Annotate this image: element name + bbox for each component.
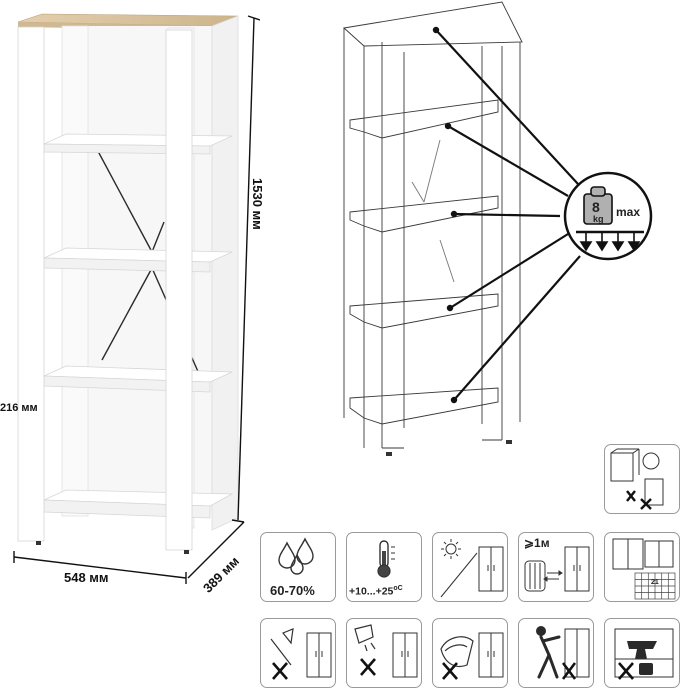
axe-icon (270, 628, 294, 666)
cabinet-icon (478, 632, 504, 678)
shelf-gap-dimension-label: 216 мм (0, 402, 38, 414)
icon-ventilation-calendar (604, 532, 680, 602)
cabinet-icon (306, 632, 332, 678)
icon-heater-distance (518, 532, 594, 602)
temperature-range: +10...+25 (349, 585, 394, 598)
cross-icon (618, 662, 634, 680)
water-drops-icon (278, 537, 314, 575)
cabinet-icon (478, 546, 504, 592)
sponge-icon (440, 636, 474, 668)
icon-no-sharp-tools (260, 618, 336, 688)
humidity-label: 60-70% (270, 583, 315, 598)
distance-label: ⩾1м (524, 536, 550, 550)
load-badge (562, 170, 654, 262)
calendar-day-label: 21 (651, 579, 659, 586)
temperature-label: +10...+25оС (349, 585, 403, 598)
load-unit: kg (593, 214, 604, 224)
window-icon (612, 538, 674, 570)
cross-icon (626, 490, 652, 510)
icon-sunlight (432, 532, 508, 602)
weight-icon (583, 186, 613, 225)
load-value: 8 (592, 199, 600, 215)
icon-no-liquids (346, 618, 422, 688)
temperature-unit: оС (393, 585, 403, 592)
shelf-3d-illustration (0, 0, 260, 600)
icon-temperature (346, 532, 422, 602)
load-max-label: max (616, 205, 641, 219)
icon-no-heavy-load (604, 618, 680, 688)
cabinet-icon (564, 546, 590, 592)
height-dimension-label: 1530 мм (250, 178, 265, 230)
weight-icon (639, 663, 653, 675)
icon-no-leaning (518, 618, 594, 688)
icon-wall-mount-warning (604, 444, 680, 514)
icon-humidity (260, 532, 336, 602)
icon-no-abrasive-cleaning (432, 618, 508, 688)
shelf-line-drawing (330, 0, 682, 470)
cross-icon (272, 662, 288, 680)
spill-icon (354, 624, 376, 652)
cross-icon (442, 662, 458, 680)
heater-icon (524, 560, 546, 592)
sun-icon (441, 539, 461, 559)
cabinet-icon (392, 632, 418, 678)
person-pushing-icon (536, 626, 561, 679)
cross-icon (561, 662, 577, 680)
thermometer-icon (377, 540, 395, 578)
calendar-icon (634, 572, 676, 600)
cabinet-icon (564, 628, 590, 678)
anvil-icon (627, 641, 657, 659)
cross-icon (360, 658, 376, 676)
width-dimension-label: 548 мм (64, 570, 109, 585)
